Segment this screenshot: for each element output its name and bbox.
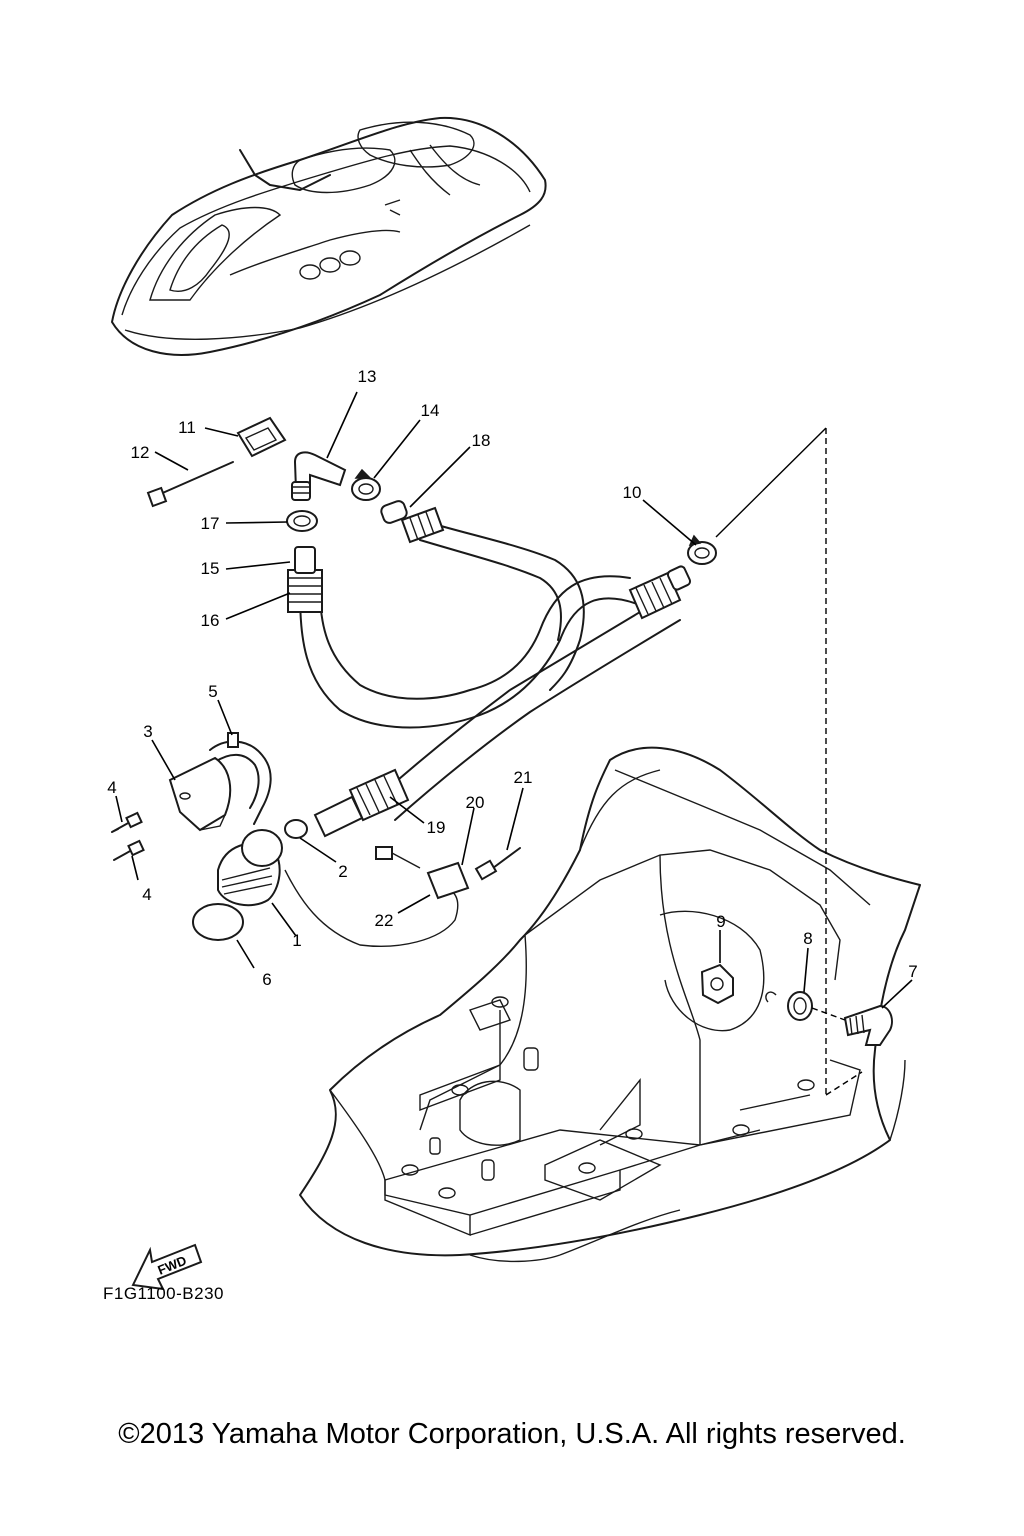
callout-19: 19 [427, 818, 446, 837]
fwd-arrow-icon: FWD [131, 1243, 203, 1291]
callout-20: 20 [466, 793, 485, 812]
bilge-hose-illustration [287, 500, 692, 838]
callout-7: 7 [908, 962, 917, 981]
callout-labels: 1 2 3 4 4 5 6 7 8 9 10 11 12 13 14 15 16… [107, 367, 917, 989]
callout-1: 1 [292, 931, 301, 950]
callout-14: 14 [421, 401, 440, 420]
callout-17: 17 [201, 514, 220, 533]
callout-21: 21 [514, 768, 533, 787]
callout-11: 11 [178, 418, 196, 437]
callout-3: 3 [143, 722, 152, 741]
callout-10: 10 [623, 483, 642, 502]
callout-18: 18 [472, 431, 491, 450]
callout-15: 15 [201, 559, 220, 578]
callout-6: 6 [262, 970, 271, 989]
hull-section-illustration [299, 746, 921, 1263]
callout-22: 22 [375, 911, 394, 930]
callout-5: 5 [208, 682, 217, 701]
callout-4b: 4 [142, 885, 151, 904]
callout-4a: 4 [107, 778, 116, 797]
callout-13: 13 [358, 367, 377, 386]
diagram-code: F1G1100-B230 [103, 1284, 224, 1303]
callout-2: 2 [338, 862, 347, 881]
leader-lines [115, 391, 913, 1009]
callout-12: 12 [131, 443, 150, 462]
callout-8: 8 [803, 929, 812, 948]
copyright-notice: ©2013 Yamaha Motor Corporation, U.S.A. A… [118, 1418, 906, 1450]
callout-9: 9 [716, 912, 725, 931]
watercraft-illustration [111, 116, 547, 356]
small-parts-illustration [111, 416, 893, 1096]
callout-16: 16 [201, 611, 220, 630]
